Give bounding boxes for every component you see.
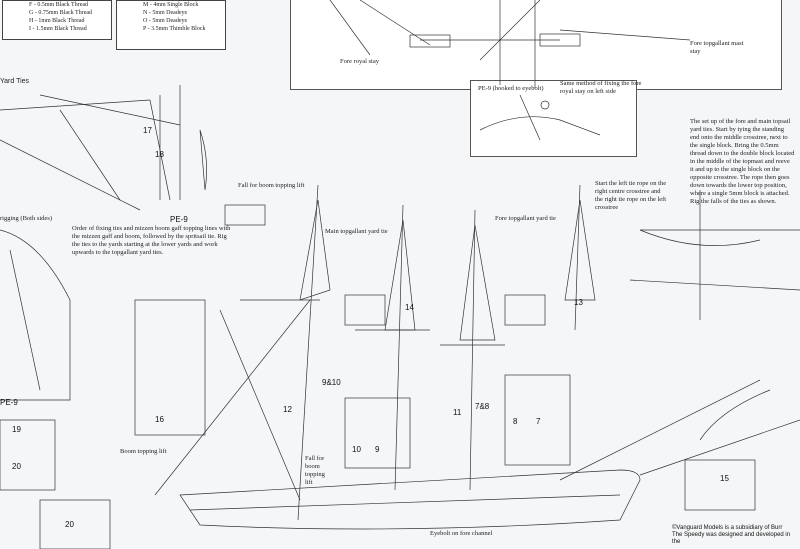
setup-note: The set up of the fore and main topsail … — [690, 118, 795, 205]
fore-royal-stay-label: Fore royal stay — [340, 58, 379, 65]
part-label: 13 — [574, 298, 583, 307]
part-label: 18 — [155, 150, 164, 159]
start-left-tie-note: Start the left tie rope on the right cen… — [595, 180, 667, 211]
legend-row: N - 5mm Deadeye — [143, 10, 188, 16]
legend-row: G - 0.75mm Black Thread — [29, 10, 93, 16]
legend-row: I - 1.5mm Black Thread — [29, 26, 87, 32]
main-topgallant-ties-label: Main topgallant yard tie — [325, 228, 388, 235]
legend-row: H - 1mm Black Thread — [29, 18, 85, 24]
part-label: 11 — [453, 408, 462, 417]
legend-row: P - 3.5mm Thimble Block — [143, 26, 206, 32]
legend-row: M - 4mm Single Block — [143, 2, 199, 8]
same-method-note: Same method of fixing the fore royal sta… — [560, 80, 642, 95]
part-label: 19 — [12, 425, 21, 434]
section-title: Yard Ties — [0, 78, 30, 85]
part-label: 20 — [65, 520, 74, 529]
part-label: 15 — [720, 474, 729, 483]
part-label: 7 — [536, 417, 541, 426]
top-detail-panel — [290, 0, 782, 90]
part-label: 8 — [513, 417, 518, 426]
eyebolt-label: Eyebolt on fore channel — [430, 530, 493, 537]
part-label: 17 — [143, 126, 152, 135]
part-label: 14 — [405, 303, 414, 312]
fore-topgallant-stay-label: Fore topgallant mast stay — [690, 40, 744, 55]
order-fixing-note: Order of fixing ties and mizzen boom gaf… — [72, 225, 231, 256]
footer-line: The Speedy was designed and developed in… — [672, 532, 791, 545]
boom-topping-lift-label: Boom topping lift — [120, 448, 167, 455]
legend-row: O - 5mm Deadeye — [143, 18, 188, 24]
block-legend: M - 4mm Single Block N - 5mm Deadeye O -… — [116, 0, 226, 50]
part-label: 16 — [155, 415, 164, 424]
footer-line: ©Vanguard Models is a subsidiary of Burr — [672, 525, 783, 531]
fore-topgallant-ties-label: Fore topgallant yard tie — [495, 215, 556, 222]
copyright-footer: ©Vanguard Models is a subsidiary of Burr… — [672, 525, 800, 549]
rigging-both-sides-label: rigging (Both sides) — [0, 215, 52, 222]
fall-boom-label: Fall for boom topping lift — [238, 182, 305, 189]
fall-boom-label-2: Fall for boom topping lift — [305, 455, 325, 486]
part-label: 7&8 — [475, 402, 490, 411]
part-label: 12 — [283, 405, 292, 414]
part-label: PE-9 — [0, 398, 18, 407]
part-label: PE-9 — [170, 215, 188, 224]
legend-row: F - 0.5mm Black Thread — [29, 2, 89, 8]
thread-legend: F - 0.5mm Black Thread G - 0.75mm Black … — [2, 0, 112, 40]
part-label: 10 — [352, 445, 361, 454]
pe9-hooked-label: PE-9 (hooked to eyebolt) — [478, 85, 544, 92]
part-label: 20 — [12, 462, 21, 471]
part-label: 9 — [375, 445, 380, 454]
part-label: 9&10 — [322, 378, 341, 387]
